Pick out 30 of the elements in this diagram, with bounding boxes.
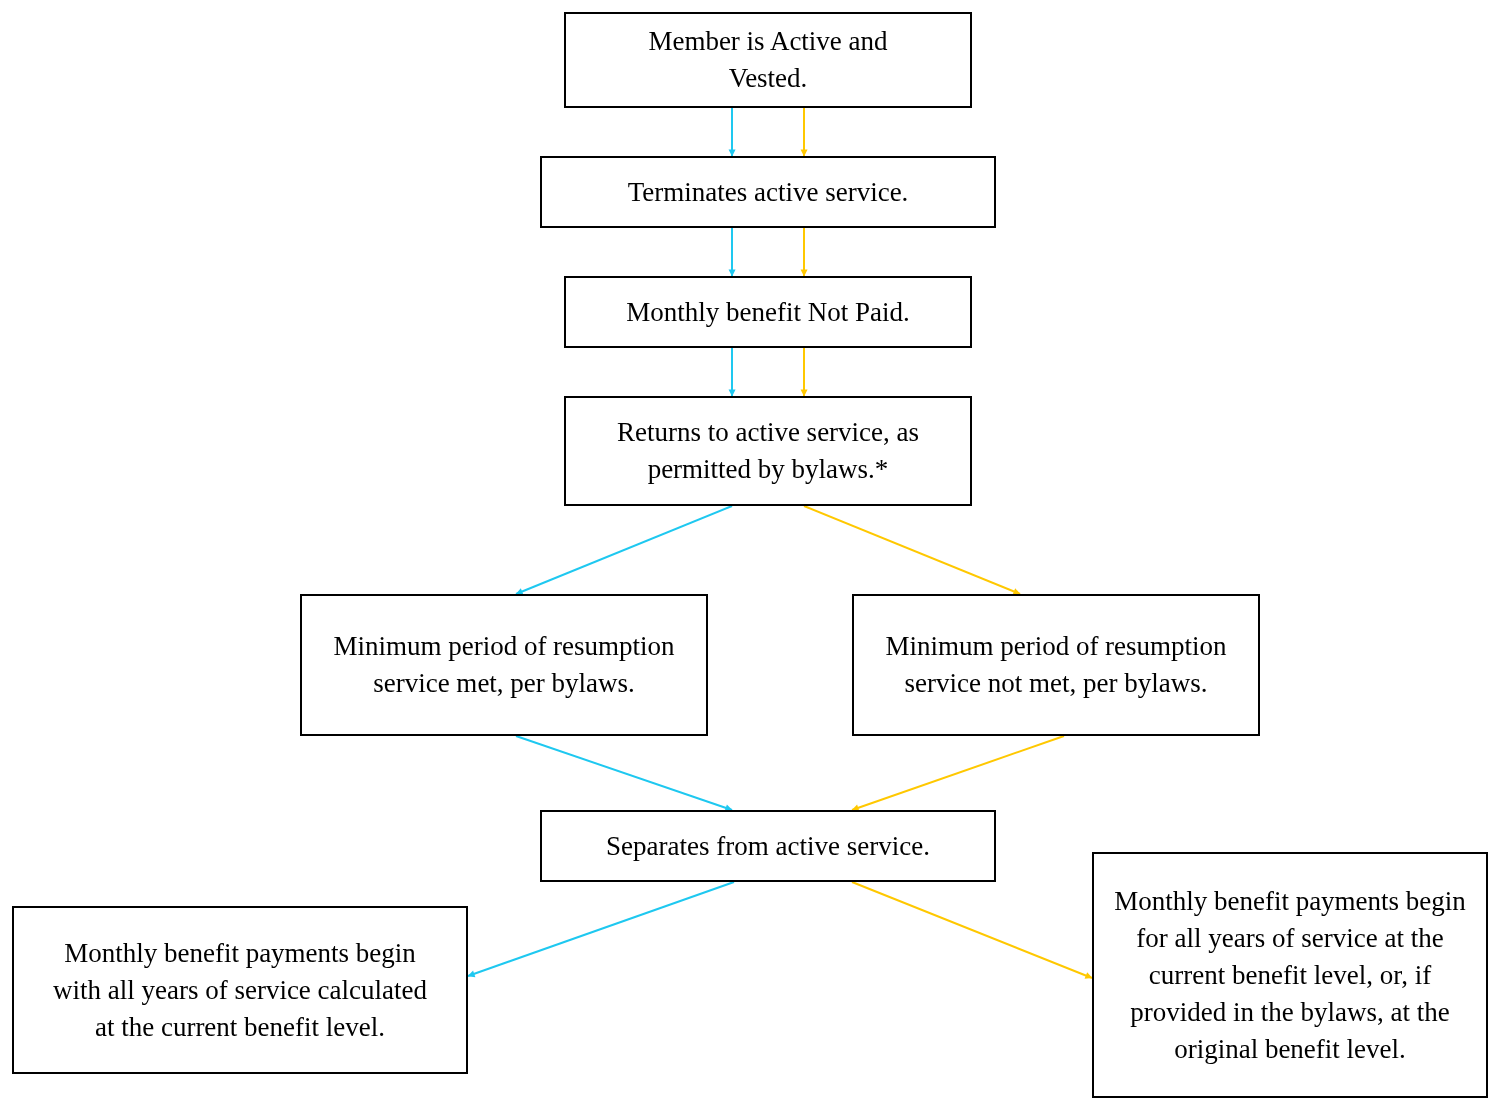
- box-text: Returns to active service, as permitted by bylaws.*: [615, 416, 921, 486]
- arrow: [467, 881, 735, 978]
- process-box: [852, 594, 1260, 736]
- box-text: Monthly benefit payments begin with all years of service calculated at the current benefit level.: [51, 936, 429, 1044]
- arrow: [728, 227, 736, 277]
- process-box: [564, 276, 972, 348]
- box-text: Monthly benefit Not Paid.: [626, 295, 910, 329]
- process-box: [12, 906, 468, 1074]
- box-text: Member is Active and Vested.: [647, 25, 889, 95]
- arrow: [800, 107, 808, 157]
- arrow: [851, 881, 1093, 979]
- process-box: [300, 594, 708, 736]
- arrow: [515, 505, 733, 595]
- box-text: Monthly benefit payments begin for all years of service at the current benefit level, or, if provided in the bylaws, at the original benefit level.: [1114, 884, 1466, 1066]
- box-text: Separates from active service.: [606, 829, 930, 863]
- arrow: [728, 347, 736, 397]
- arrow: [851, 735, 1065, 812]
- process-box: [540, 156, 996, 228]
- box-text: Minimum period of resumption service met, per bylaws.: [332, 630, 676, 700]
- process-box: [564, 396, 972, 506]
- box-text: Minimum period of resumption service not met, per bylaws.: [884, 630, 1228, 700]
- arrow: [515, 735, 733, 812]
- box-text: Terminates active service.: [627, 175, 909, 209]
- arrow: [803, 505, 1021, 595]
- arrow: [800, 227, 808, 277]
- arrow: [728, 107, 736, 157]
- process-box: [564, 12, 972, 108]
- arrow: [800, 347, 808, 397]
- process-box: [540, 810, 996, 882]
- process-box: [1092, 852, 1488, 1098]
